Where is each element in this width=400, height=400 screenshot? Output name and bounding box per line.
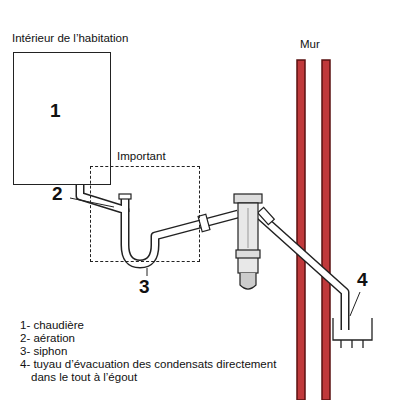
- wall-line: [322, 60, 330, 400]
- drain-pipe: [80, 185, 345, 331]
- callout-number: 3: [139, 277, 150, 297]
- legend-line: 1- chaudière: [20, 319, 84, 332]
- wall-label: Mur: [300, 38, 320, 51]
- legend-line: 4- tuyau d’évacuation des condensats dir…: [20, 358, 281, 384]
- pipe-nut: [258, 207, 275, 224]
- callout-number: 1: [50, 101, 61, 121]
- zone-heading: Important: [117, 150, 166, 163]
- callout-number: 2: [52, 184, 63, 204]
- sewer-inlet: [333, 318, 372, 348]
- trap-body: [234, 194, 262, 289]
- legend-line: 3- siphon: [20, 345, 67, 358]
- callout-number: 4: [357, 270, 368, 290]
- area-label: Intérieur de l’habitation: [12, 32, 128, 45]
- aeration-cap: [119, 194, 131, 199]
- wall-line: [297, 60, 305, 400]
- legend-line: 2- aération: [20, 332, 75, 345]
- leader-line: [70, 198, 360, 316]
- important-zone: Important: [90, 166, 200, 262]
